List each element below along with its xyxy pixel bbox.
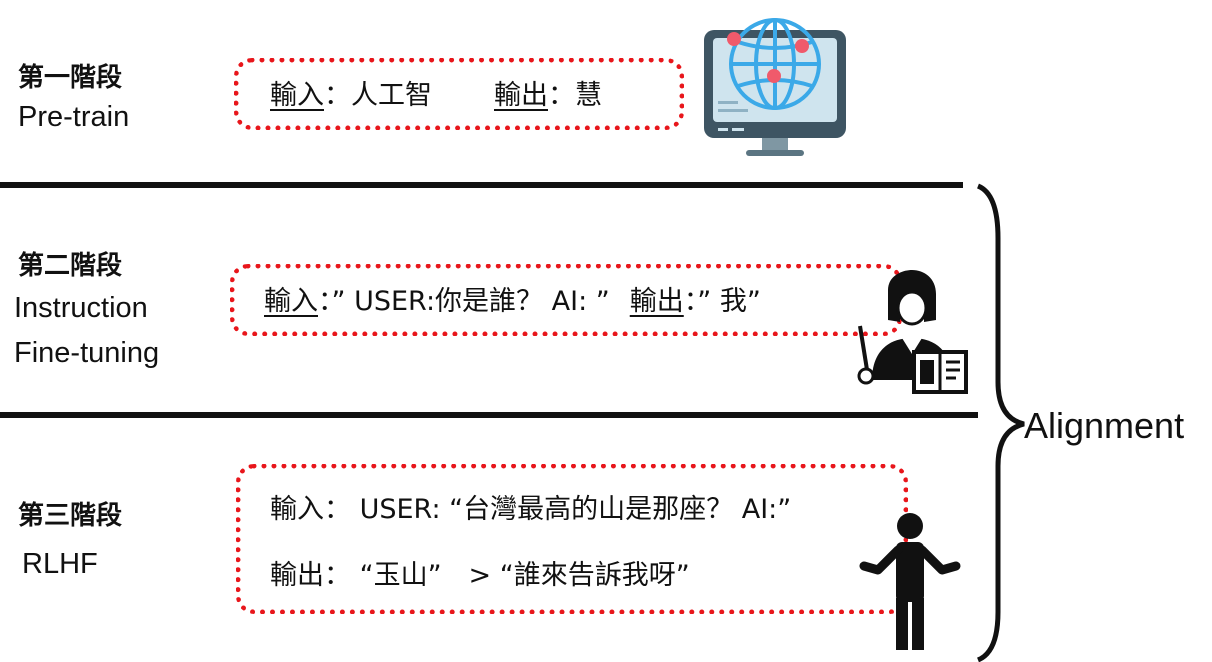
stage3-example-box: [236, 464, 908, 614]
stage1-title: 第一階段: [18, 63, 123, 93]
stage1-input-value: ：人工智: [324, 80, 432, 111]
stage3-subtitle: RLHF: [22, 548, 98, 580]
stage1-output-value: ：慧: [548, 80, 602, 111]
stage3-input-line: 輸入： USER: “台灣最高的山是那座？ AI:”: [270, 494, 792, 525]
alignment-bracket: [976, 183, 1025, 662]
stage1-subtitle: Pre-train: [18, 101, 130, 133]
stage2-title: 第二階段: [18, 251, 123, 281]
stage1-output-label: 輸出: [494, 80, 548, 111]
person-icon: [859, 513, 961, 650]
stage2-input-label: 輸入: [264, 286, 318, 317]
stage1-input-label: 輸入: [270, 80, 324, 111]
stage3-title: 第三階段: [18, 501, 123, 531]
alignment-label: Alignment: [1024, 405, 1185, 446]
stage2-output-label: 輸出: [629, 286, 684, 317]
stage1-example-box: [234, 58, 684, 130]
separator-2: [0, 412, 978, 418]
stage2-example-line: 輸入：” USER:你是誰？ AI: ” 輸出：” 我”: [264, 284, 761, 320]
stage2-input-value: ：” USER:你是誰？ AI: ”: [318, 286, 610, 317]
stage2-subtitle-line1: Instruction: [14, 292, 148, 324]
stage1-example-line: 輸入：人工智 輸出：慧: [270, 78, 602, 114]
stage3-output-line: 輸出： “玉山” > “誰來告訴我呀”: [270, 560, 690, 591]
separator-1: [0, 182, 963, 188]
stage2-subtitle-line2: Fine-tuning: [14, 337, 160, 369]
globe-monitor-icon: [704, 18, 846, 156]
teacher-icon: [857, 270, 968, 394]
stage2-output-value: ：” 我”: [683, 286, 761, 317]
